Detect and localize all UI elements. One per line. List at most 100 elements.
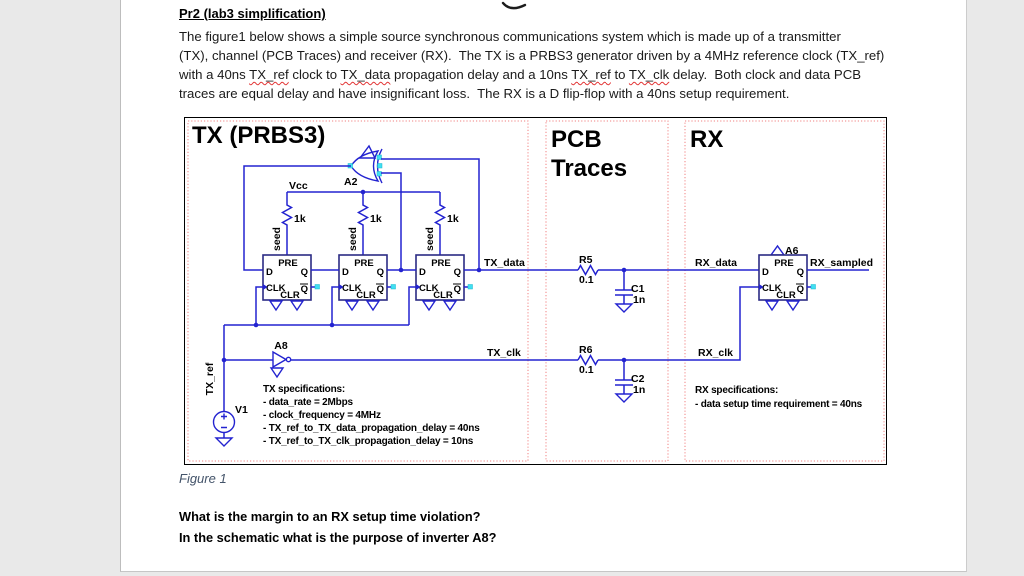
- svg-text:1k: 1k: [447, 213, 459, 225]
- junction-dot: [253, 322, 259, 328]
- resistor-r6: R6 0.1: [577, 344, 599, 376]
- rx-block-outline: [684, 120, 885, 462]
- capacitor-c1: C1 1n: [614, 270, 645, 313]
- misspelled-token: TX_data: [340, 67, 391, 82]
- text-segment: with a 40ns: [179, 67, 250, 82]
- svg-text:R5: R5: [579, 254, 593, 266]
- svg-text:Q: Q: [377, 267, 384, 278]
- tx-block-outline: [187, 120, 529, 462]
- wire-rx-clk: [598, 286, 759, 361]
- net-rx-clk: RX_clk: [698, 347, 733, 359]
- svg-text:Q: Q: [301, 284, 308, 295]
- wire-clk-tap1: [255, 286, 263, 325]
- junction-dot: [329, 322, 335, 328]
- text-segment: (TX), channel (PCB Traces) and receiver …: [179, 48, 885, 63]
- net-rx-data: RX_data: [695, 257, 737, 269]
- seed-label: seed: [347, 227, 359, 251]
- pen-annotation-mark: [501, 1, 527, 10]
- svg-text:CLR: CLR: [280, 290, 300, 301]
- svg-text:CLK: CLK: [266, 283, 286, 294]
- flip-flop-tx2: PRE D Q CLK CLR Q: [338, 254, 396, 312]
- wire-xor-input-q2: [381, 172, 402, 270]
- paragraph-line: traces are equal delay and have insignif…: [179, 86, 899, 101]
- net-tx-data: TX_data: [484, 257, 525, 269]
- junction-dot: [360, 189, 366, 195]
- inverter-a8: A8: [224, 340, 292, 379]
- figure-schematic: TX (PRBS3) PCB Traces RX A2 Vcc 1k seed: [184, 117, 887, 465]
- svg-text:CLR: CLR: [776, 290, 796, 301]
- net-tx-clk: TX_clk: [487, 347, 521, 359]
- tx-specifications: TX specifications: - data_rate = 2Mbps -…: [263, 384, 480, 447]
- text-segment: clock to: [288, 67, 341, 82]
- misspelled-token: TX_clk: [628, 67, 670, 82]
- tx-section-title: TX (PRBS3): [192, 122, 325, 149]
- resistor-seed-2: 1k seed: [347, 192, 382, 255]
- svg-text:D: D: [342, 267, 349, 278]
- text-segment: delay. Both clock and data PCB: [669, 67, 862, 82]
- misspelled-token: TX_ref: [571, 67, 611, 82]
- svg-text:C2: C2: [631, 373, 645, 385]
- svg-text:Q: Q: [797, 284, 804, 295]
- pcb-section-title-line1: PCB: [551, 126, 602, 153]
- svg-text:Q: Q: [377, 284, 384, 295]
- resistor-seed-1: 1k seed: [271, 192, 306, 255]
- svg-text:C1: C1: [631, 283, 645, 295]
- figure-border: [184, 117, 887, 465]
- svg-text:Q: Q: [454, 284, 461, 295]
- text-segment: to: [610, 67, 629, 82]
- svg-text:CLK: CLK: [762, 283, 782, 294]
- misspelled-token: TX_ref: [249, 67, 289, 82]
- ground-symbol: [214, 437, 234, 447]
- svg-text:1n: 1n: [633, 294, 645, 306]
- seed-label: seed: [424, 227, 436, 251]
- seed-label: seed: [271, 227, 283, 251]
- junction-dot: [621, 267, 627, 273]
- document-page: Pr2 (lab3 simplification) The figure1 be…: [120, 0, 967, 572]
- pcb-block-outline: [545, 120, 669, 462]
- svg-text:1k: 1k: [370, 213, 382, 225]
- pcb-section-title-line2: Traces: [551, 155, 627, 182]
- svg-text:RX specifications:: RX specifications:: [695, 385, 778, 396]
- flip-flop-tx3: PRE D Q CLK CLR Q: [415, 254, 473, 312]
- page-title: Pr2 (lab3 simplification): [179, 6, 326, 21]
- svg-text:- data setup time requirement: - data setup time requirement = 40ns: [695, 399, 863, 410]
- text-segment: The figure1 below shows a simple source …: [179, 29, 841, 44]
- junction-dot: [221, 357, 227, 363]
- svg-text:0.1: 0.1: [579, 364, 594, 376]
- question-1: What is the margin to an RX setup time v…: [179, 509, 481, 524]
- svg-text:Q: Q: [797, 267, 804, 278]
- wire-clk-tap2: [331, 286, 339, 325]
- resistor-seed-3: 1k seed: [424, 192, 459, 255]
- voltage-source-v1: V1: [212, 404, 248, 447]
- svg-text:PRE: PRE: [431, 258, 451, 269]
- svg-text:CLR: CLR: [433, 290, 453, 301]
- text-segment: traces are equal delay and have insignif…: [179, 86, 790, 101]
- svg-text:D: D: [419, 267, 426, 278]
- svg-text:D: D: [762, 267, 769, 278]
- svg-text:0.1: 0.1: [579, 274, 594, 286]
- svg-text:1k: 1k: [294, 213, 306, 225]
- wire-xor-output-feedback: [243, 165, 351, 271]
- svg-text:Q: Q: [301, 267, 308, 278]
- source-label: V1: [235, 404, 248, 416]
- svg-text:- data_rate = 2Mbps: - data_rate = 2Mbps: [263, 397, 353, 408]
- wire-clk-tap3: [408, 286, 416, 325]
- svg-text:PRE: PRE: [278, 258, 298, 269]
- resistor-r5: R5 0.1: [577, 254, 599, 286]
- flip-flop-tx1: PRE D Q CLK CLR Q: [262, 254, 320, 312]
- rx-specifications: RX specifications: - data setup time req…: [695, 385, 863, 410]
- svg-text:CLK: CLK: [342, 283, 362, 294]
- paragraph-line: The figure1 below shows a simple source …: [179, 29, 899, 44]
- svg-text:PRE: PRE: [354, 258, 374, 269]
- junction-dot: [621, 357, 627, 363]
- tx-ref-label: TX_ref: [204, 362, 216, 395]
- figure-caption: Figure 1: [179, 471, 227, 486]
- svg-text:- TX_ref_to_TX_clk_propagation: - TX_ref_to_TX_clk_propagation_delay = 1…: [263, 436, 474, 447]
- paragraph-line: with a 40ns TX_ref clock to TX_data prop…: [179, 67, 899, 82]
- rx-section-title: RX: [690, 126, 723, 153]
- svg-text:TX specifications:: TX specifications:: [263, 384, 345, 395]
- vcc-label: Vcc: [289, 180, 308, 192]
- junction-dot: [476, 267, 482, 273]
- wire-xor-input-q3: [381, 158, 480, 270]
- xor-gate-label: A2: [344, 176, 358, 188]
